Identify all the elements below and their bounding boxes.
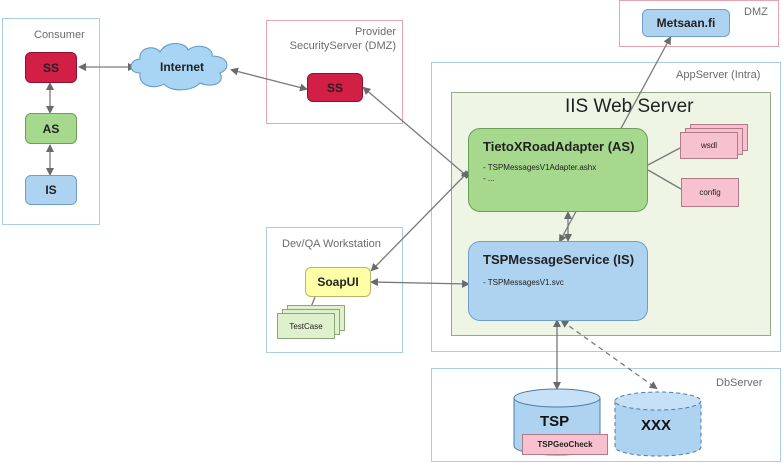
provider-ss-node: SS	[307, 73, 363, 102]
link-soapui-service	[370, 278, 470, 288]
internet-label: Internet	[160, 60, 205, 74]
service-title: TSPMessageService (IS)	[483, 252, 635, 267]
provider-zone-label: Provider SecurityServer (DMZ)	[289, 26, 396, 52]
dmz-zone-label: DMZ	[744, 6, 768, 18]
adapter-node: TietoXRoadAdapter (AS) - TSPMessagesV1Ad…	[468, 128, 648, 212]
soapui-node: SoapUI	[305, 267, 371, 297]
adapter-line-2: - ...	[483, 174, 495, 183]
service-line-1: - TSPMessagesV1.svc	[483, 278, 564, 287]
link-soapui-adapter	[370, 170, 470, 272]
link-adapter-config	[647, 169, 682, 190]
link-internet-providerss	[230, 67, 308, 92]
testcase-doc: TestCase	[277, 313, 335, 339]
tsp-db-label: TSP	[540, 413, 570, 430]
link-providerss-adapter	[362, 86, 470, 179]
devqa-zone-label: Dev/QA Workstation	[282, 238, 381, 250]
config-doc: config	[681, 178, 739, 207]
service-node: TSPMessageService (IS) - TSPMessagesV1.s…	[468, 241, 648, 321]
wsdl-doc: wsdl	[680, 132, 738, 159]
consumer-is-node: IS	[25, 175, 77, 205]
appserver-zone-label: AppServer (Intra)	[676, 69, 761, 81]
xxx-database	[614, 391, 702, 457]
tspgeocheck-doc: TSPGeoCheck	[522, 434, 608, 455]
xxx-db-label: XXX	[641, 417, 672, 434]
link-adapter-wsdl	[647, 147, 681, 166]
link-service-xxx	[560, 319, 658, 390]
metsaan-node: Metsaan.fi	[642, 9, 730, 37]
consumer-ss-node: SS	[25, 52, 77, 83]
internet-cloud	[130, 43, 228, 91]
dbserver-zone-label: DbServer	[716, 377, 763, 389]
consumer-as-node: AS	[25, 113, 77, 144]
consumer-zone-label: Consumer	[34, 29, 85, 41]
adapter-line-1: - TSPMessagesV1Adapter.ashx	[483, 163, 597, 172]
adapter-title: TietoXRoadAdapter (AS)	[483, 139, 635, 154]
